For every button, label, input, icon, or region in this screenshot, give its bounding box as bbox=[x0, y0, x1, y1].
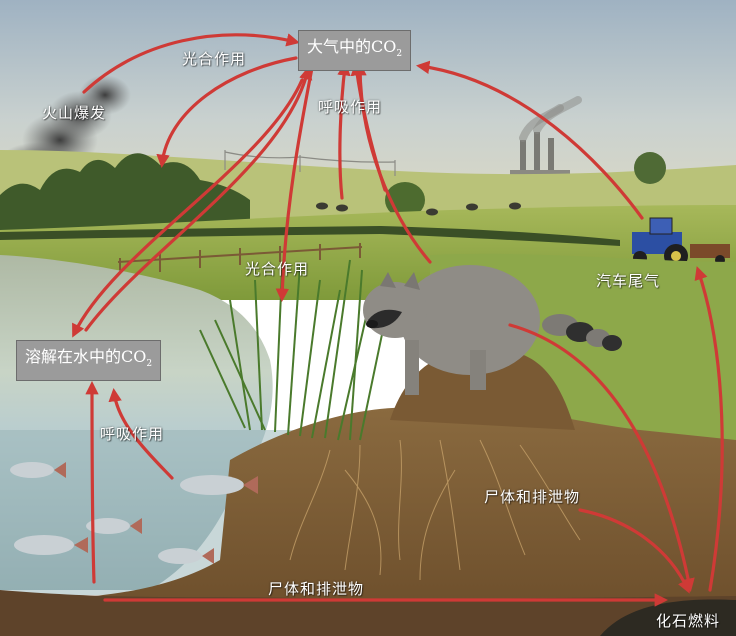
label-photosynthesis-mid: 光合作用 bbox=[245, 260, 310, 278]
label-remains-bottom: 尸体和排泄物 bbox=[268, 580, 365, 598]
arrow-atmosphere-to-water bbox=[72, 78, 304, 338]
soil bbox=[0, 407, 736, 636]
label-fossil-fuel: 化石燃料 bbox=[656, 612, 721, 630]
atmosphere-co2-box: 大气中的CO2 bbox=[298, 30, 412, 72]
subscript: 2 bbox=[396, 49, 403, 60]
arrow-cows-to-atmosphere bbox=[337, 61, 351, 200]
fish bbox=[14, 535, 88, 555]
power-lines bbox=[224, 150, 396, 176]
arrow-fish-to-water bbox=[108, 387, 174, 480]
label-respiration-top: 呼吸作用 bbox=[318, 98, 383, 116]
arrow-fossil-fuel-to-tractor bbox=[694, 266, 724, 592]
fish bbox=[10, 462, 66, 478]
arrow-raccoon-to-fossil-fuel bbox=[508, 323, 695, 592]
arrow-atmosphere-to-reeds bbox=[275, 66, 314, 303]
hedge bbox=[0, 226, 620, 246]
tractor-icon bbox=[632, 217, 730, 268]
reeds bbox=[199, 259, 386, 441]
label-photosynthesis-top: 光合作用 bbox=[182, 50, 247, 68]
raccoon-tail bbox=[542, 314, 622, 351]
arrow-water-to-atmosphere bbox=[84, 66, 313, 332]
subscript: 2 bbox=[146, 359, 153, 370]
arrow-tractor-to-atmosphere bbox=[416, 60, 644, 220]
water-co2-box: 溶解在水中的CO2 bbox=[16, 340, 162, 382]
tree-line bbox=[0, 153, 250, 240]
raccoon-illustration bbox=[363, 265, 622, 395]
arrow-bottom-to-water bbox=[85, 380, 99, 584]
fish bbox=[180, 475, 258, 495]
fish-group bbox=[10, 462, 258, 564]
label-remains-land: 尸体和排泄物 bbox=[484, 488, 581, 506]
atmosphere-co2-label: 大气中的CO bbox=[307, 37, 397, 56]
water-co2-label: 溶解在水中的CO bbox=[25, 347, 147, 366]
label-volcano: 火山爆发 bbox=[42, 104, 107, 122]
tree bbox=[634, 152, 666, 184]
roots bbox=[289, 439, 581, 581]
cycle-arrows bbox=[72, 33, 724, 607]
arrow-volcano-to-atmosphere bbox=[82, 33, 300, 94]
label-respiration-water: 呼吸作用 bbox=[100, 425, 165, 443]
fossil-fuel-deposit bbox=[600, 599, 736, 636]
fish bbox=[158, 548, 214, 564]
arrow-soil-to-fossil-fuel bbox=[578, 508, 691, 594]
arrow-atmosphere-to-trees bbox=[156, 56, 298, 169]
label-car-exhaust: 汽车尾气 bbox=[596, 272, 661, 290]
fish bbox=[86, 518, 142, 534]
cows bbox=[316, 202, 521, 216]
arrow-raccoon-to-atmosphere bbox=[353, 61, 432, 264]
